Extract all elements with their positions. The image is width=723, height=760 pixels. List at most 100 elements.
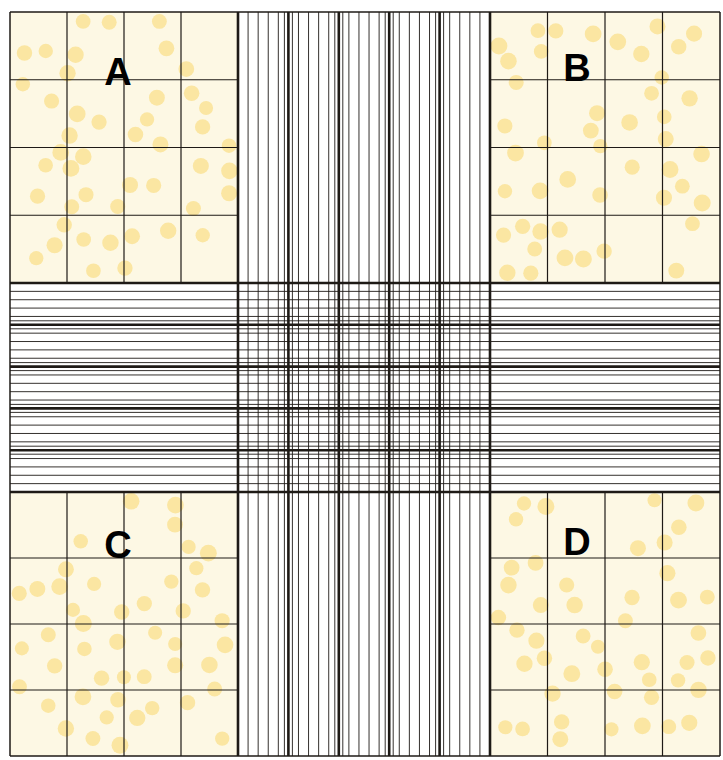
grid-line [10, 316, 720, 317]
cell-dot [528, 633, 544, 649]
cell-dot [123, 493, 140, 510]
grid-line [10, 475, 720, 476]
cell-dot [516, 656, 532, 672]
cell-dot [221, 185, 237, 201]
cell-dot [490, 38, 507, 55]
corner-square [10, 12, 238, 283]
cell-dot [656, 190, 672, 206]
grid-line [10, 441, 720, 442]
square-label: C [100, 524, 135, 566]
grid-line [337, 12, 340, 756]
grid-line [10, 282, 720, 285]
grid-line [399, 12, 400, 756]
cell-dot [609, 33, 626, 50]
cell-dot [217, 636, 234, 653]
cell-dot [644, 690, 659, 705]
grid-line [10, 483, 720, 484]
cell-dot [657, 534, 673, 550]
cell-dot [102, 234, 118, 250]
cell-dot [87, 577, 101, 591]
cell-dot [61, 127, 77, 143]
cell-dot [642, 672, 657, 687]
cell-dot [563, 665, 580, 682]
cell-dot [576, 629, 591, 644]
cell-dot [17, 45, 32, 60]
grid-line [419, 12, 420, 756]
grid-line [292, 12, 293, 756]
cell-dot [29, 581, 45, 597]
cell-dot [537, 650, 552, 665]
grid-line [10, 412, 720, 413]
cell-dot [112, 737, 129, 754]
cell-dot [654, 70, 668, 84]
cell-dot [647, 493, 661, 507]
grid-line [10, 391, 720, 392]
cell-dot [559, 577, 574, 592]
grid-line [10, 449, 720, 452]
cell-dot [499, 265, 515, 281]
cell-dot [591, 640, 605, 654]
cell-dot [76, 14, 91, 29]
grid-line [10, 400, 720, 401]
grid-line [328, 12, 329, 756]
cell-dot [146, 178, 161, 193]
cell-dot [596, 243, 611, 258]
cell-dot [497, 118, 512, 133]
cell-dot [75, 148, 92, 165]
grid-line [459, 12, 460, 756]
cell-dot [662, 161, 679, 178]
cell-dot [51, 578, 68, 595]
cell-dot [566, 597, 583, 614]
cell-dot [215, 613, 230, 628]
cell-dot [94, 670, 109, 685]
cell-dot [85, 731, 100, 746]
grid-line [180, 492, 181, 756]
grid-line [10, 365, 720, 368]
square-label: B [559, 47, 594, 89]
cell-dot [189, 561, 203, 575]
grid-line [10, 11, 720, 13]
cell-dot [633, 46, 649, 62]
grid-line [435, 12, 436, 756]
grid-line [10, 328, 720, 329]
cell-dot [176, 603, 191, 618]
cell-dot [145, 701, 159, 715]
cell-dot [604, 722, 618, 736]
cell-dot [523, 266, 538, 281]
grid-line [10, 341, 720, 342]
square-label: D [559, 521, 594, 563]
grid-line [10, 383, 720, 384]
cell-dot [533, 597, 549, 613]
grid-line [662, 492, 663, 756]
cell-dot [700, 650, 715, 665]
cell-dot [124, 228, 140, 244]
cell-dot [532, 223, 548, 239]
grid-line [258, 12, 259, 756]
grid-line [369, 12, 370, 756]
cell-dot [681, 90, 697, 106]
grid-line [662, 12, 663, 283]
cell-dot [583, 123, 599, 139]
cell-dot [504, 560, 520, 576]
cell-dot [575, 251, 592, 268]
cell-dot [186, 201, 201, 216]
cell-dot [114, 604, 129, 619]
corner-square [490, 12, 720, 283]
cell-dot [207, 681, 222, 696]
cell-dot [509, 623, 524, 638]
grid-line [334, 12, 335, 756]
cell-dot [39, 44, 53, 58]
grid-line [10, 454, 720, 455]
grid-line [10, 458, 720, 459]
grid-line [10, 433, 720, 434]
grid-line [10, 147, 238, 148]
cell-dot [12, 586, 27, 601]
grid-line [10, 291, 720, 292]
grid-line [10, 370, 720, 371]
cell-dot [110, 199, 125, 214]
grid-line [10, 349, 720, 350]
cell-dot [222, 138, 237, 153]
cell-dot [634, 717, 651, 734]
cell-dot [680, 655, 695, 670]
